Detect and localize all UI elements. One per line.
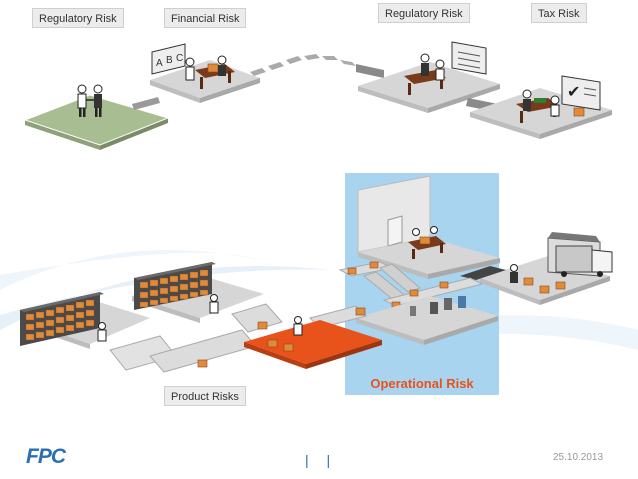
label-regulatory-risk-right: Regulatory Risk — [378, 3, 470, 23]
svg-text:✔: ✔ — [567, 82, 580, 101]
barrels-icon — [410, 296, 466, 316]
truck-garage-icon — [547, 232, 613, 277]
flow-stripes — [250, 54, 356, 76]
dock-ramp — [460, 266, 506, 280]
regulator-desk-icon — [404, 53, 446, 95]
office-room — [357, 175, 500, 279]
finance-desk-icon — [185, 55, 235, 89]
abc-board-icon: A B C — [151, 43, 186, 75]
platform-regulatory-left — [23, 94, 170, 150]
platform-financial — [150, 60, 260, 103]
svg-text:A: A — [156, 58, 163, 69]
shelf-boxes-left — [25, 299, 95, 341]
footer-date: 25.10.2013 — [553, 452, 604, 463]
checklist-board-icon — [451, 41, 487, 75]
company-logo: FPC — [26, 445, 66, 468]
bottom-conveyor-boxes — [197, 307, 366, 368]
shelf-boxes-mid — [139, 269, 209, 308]
flow-arrow-1 — [132, 97, 160, 110]
flow-arrow-2 — [356, 64, 384, 78]
svg-text:C: C — [176, 53, 183, 64]
label-regulatory-risk-left: Regulatory Risk — [32, 8, 124, 28]
red-risk-zone — [244, 320, 382, 369]
dock-worker-boxes-icon — [510, 264, 566, 294]
handshake-figures-icon — [77, 84, 103, 117]
red-zone-worker-icon — [267, 316, 303, 352]
tax-desk-icon — [516, 89, 585, 123]
warehouse-worker-left-icon — [97, 322, 107, 342]
office-desk-icon — [408, 226, 446, 259]
tax-checkmark-board-icon: ✔ — [561, 75, 601, 111]
label-product-risks: Product Risks — [164, 386, 246, 406]
warehouse-worker-mid-icon — [209, 294, 219, 314]
label-tax-risk: Tax Risk — [531, 3, 587, 23]
platform-regulatory-right — [358, 62, 500, 113]
label-operational-risk: Operational Risk — [345, 373, 499, 395]
page-separator: | | — [305, 452, 331, 468]
label-financial-risk: Financial Risk — [164, 8, 247, 28]
svg-text:B: B — [166, 55, 173, 66]
conveyor-boxes — [347, 261, 449, 309]
